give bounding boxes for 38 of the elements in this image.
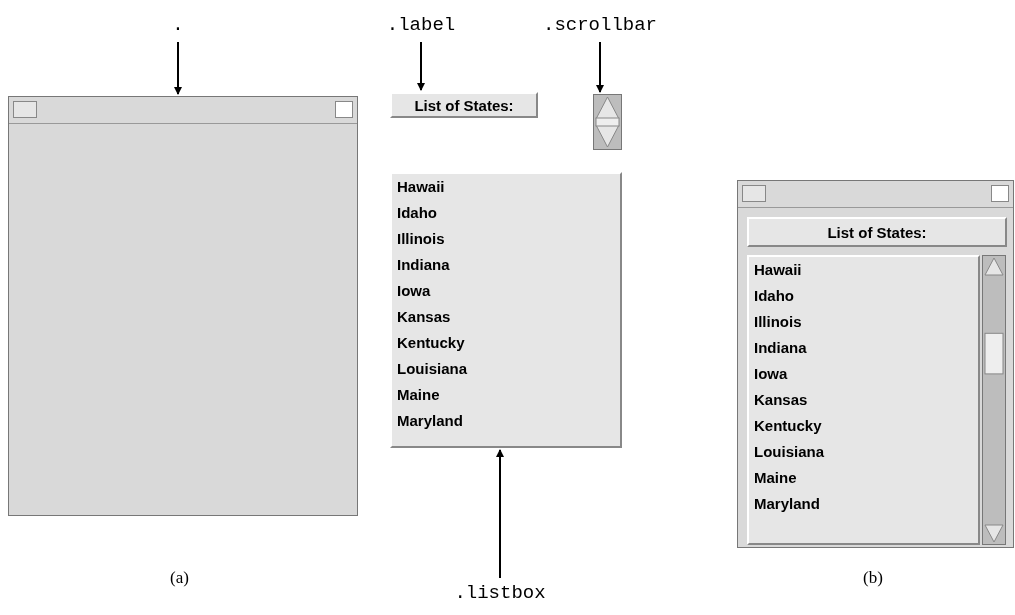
arrow — [174, 41, 182, 95]
app-window — [8, 96, 358, 516]
widget-path-label: .label — [386, 14, 456, 38]
list-item: Idaho — [753, 286, 795, 306]
app-window — [737, 180, 1014, 548]
arrow — [596, 41, 604, 93]
list-item: Kentucky — [753, 416, 823, 436]
list-item: Louisiana — [396, 359, 468, 379]
list-item: Maryland — [753, 494, 821, 514]
list-item: Kansas — [753, 390, 809, 410]
widget-path-label: .scrollbar — [540, 14, 660, 38]
scrollbar — [982, 255, 1006, 545]
list-item: Kansas — [396, 307, 452, 327]
list-box — [390, 172, 622, 448]
widget-path-label: .listbox — [445, 582, 555, 606]
figure-caption: (b) — [863, 568, 883, 588]
list-item: Hawaii — [396, 177, 446, 197]
list-item: Illinois — [753, 312, 803, 332]
label-widget: List of States: — [390, 92, 538, 118]
widget-path-label: . — [172, 14, 184, 38]
list-item: Louisiana — [753, 442, 825, 462]
list-item: Indiana — [753, 338, 808, 358]
label-widget: List of States: — [747, 217, 1007, 247]
arrow — [417, 41, 425, 91]
scrollbar — [593, 94, 622, 150]
list-item: Iowa — [753, 364, 789, 384]
figure-caption: (a) — [170, 568, 189, 588]
list-item: Hawaii — [753, 260, 803, 280]
list-item: Maine — [396, 385, 441, 405]
arrow — [496, 449, 504, 579]
list-item: Idaho — [396, 203, 438, 223]
list-item: Maryland — [396, 411, 464, 431]
list-box — [747, 255, 980, 545]
list-item: Iowa — [396, 281, 432, 301]
list-item: Kentucky — [396, 333, 466, 353]
list-item: Illinois — [396, 229, 446, 249]
list-item: Maine — [753, 468, 798, 488]
list-item: Indiana — [396, 255, 451, 275]
